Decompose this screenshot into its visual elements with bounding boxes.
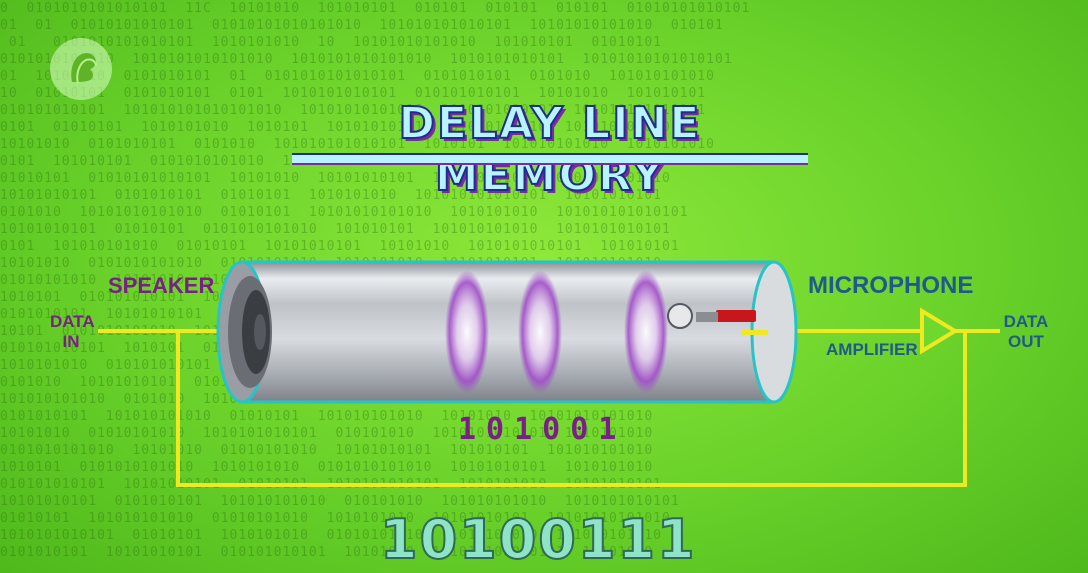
microphone-head (667, 303, 693, 329)
tube-body (240, 260, 776, 404)
sound-wave-1 (445, 270, 489, 394)
speaker-center (254, 314, 266, 350)
data-out-label-line1: DATA (1003, 312, 1049, 331)
microphone-cable (742, 330, 768, 335)
delay-tube (216, 260, 798, 404)
pbs-logo-icon (71, 53, 97, 85)
feedback-loop-wire (176, 331, 967, 487)
bottom-binary-value: 10100111 (379, 507, 697, 572)
data-in-label-line1: DATA (50, 312, 95, 331)
speaker-icon (228, 276, 272, 388)
speaker-label: SPEAKER (108, 273, 215, 298)
tube-binary-value: 101001 (458, 412, 627, 447)
data-in-label-line2: IN (62, 332, 80, 351)
sound-wave-3 (624, 270, 668, 394)
microphone-icon (667, 303, 768, 335)
pbs-logo (50, 38, 112, 100)
amplifier-label: AMPLIFIER (826, 340, 918, 359)
amplifier-icon (920, 307, 959, 355)
microphone-neck (696, 312, 718, 322)
microphone-handle (716, 310, 756, 322)
data-out-label-line2: OUT (1008, 332, 1044, 351)
microphone-label: MICROPHONE (808, 272, 974, 299)
title-block: DELAY LINE MEMORY (292, 97, 808, 202)
title-underline (292, 153, 808, 165)
sound-wave-2 (518, 270, 562, 394)
